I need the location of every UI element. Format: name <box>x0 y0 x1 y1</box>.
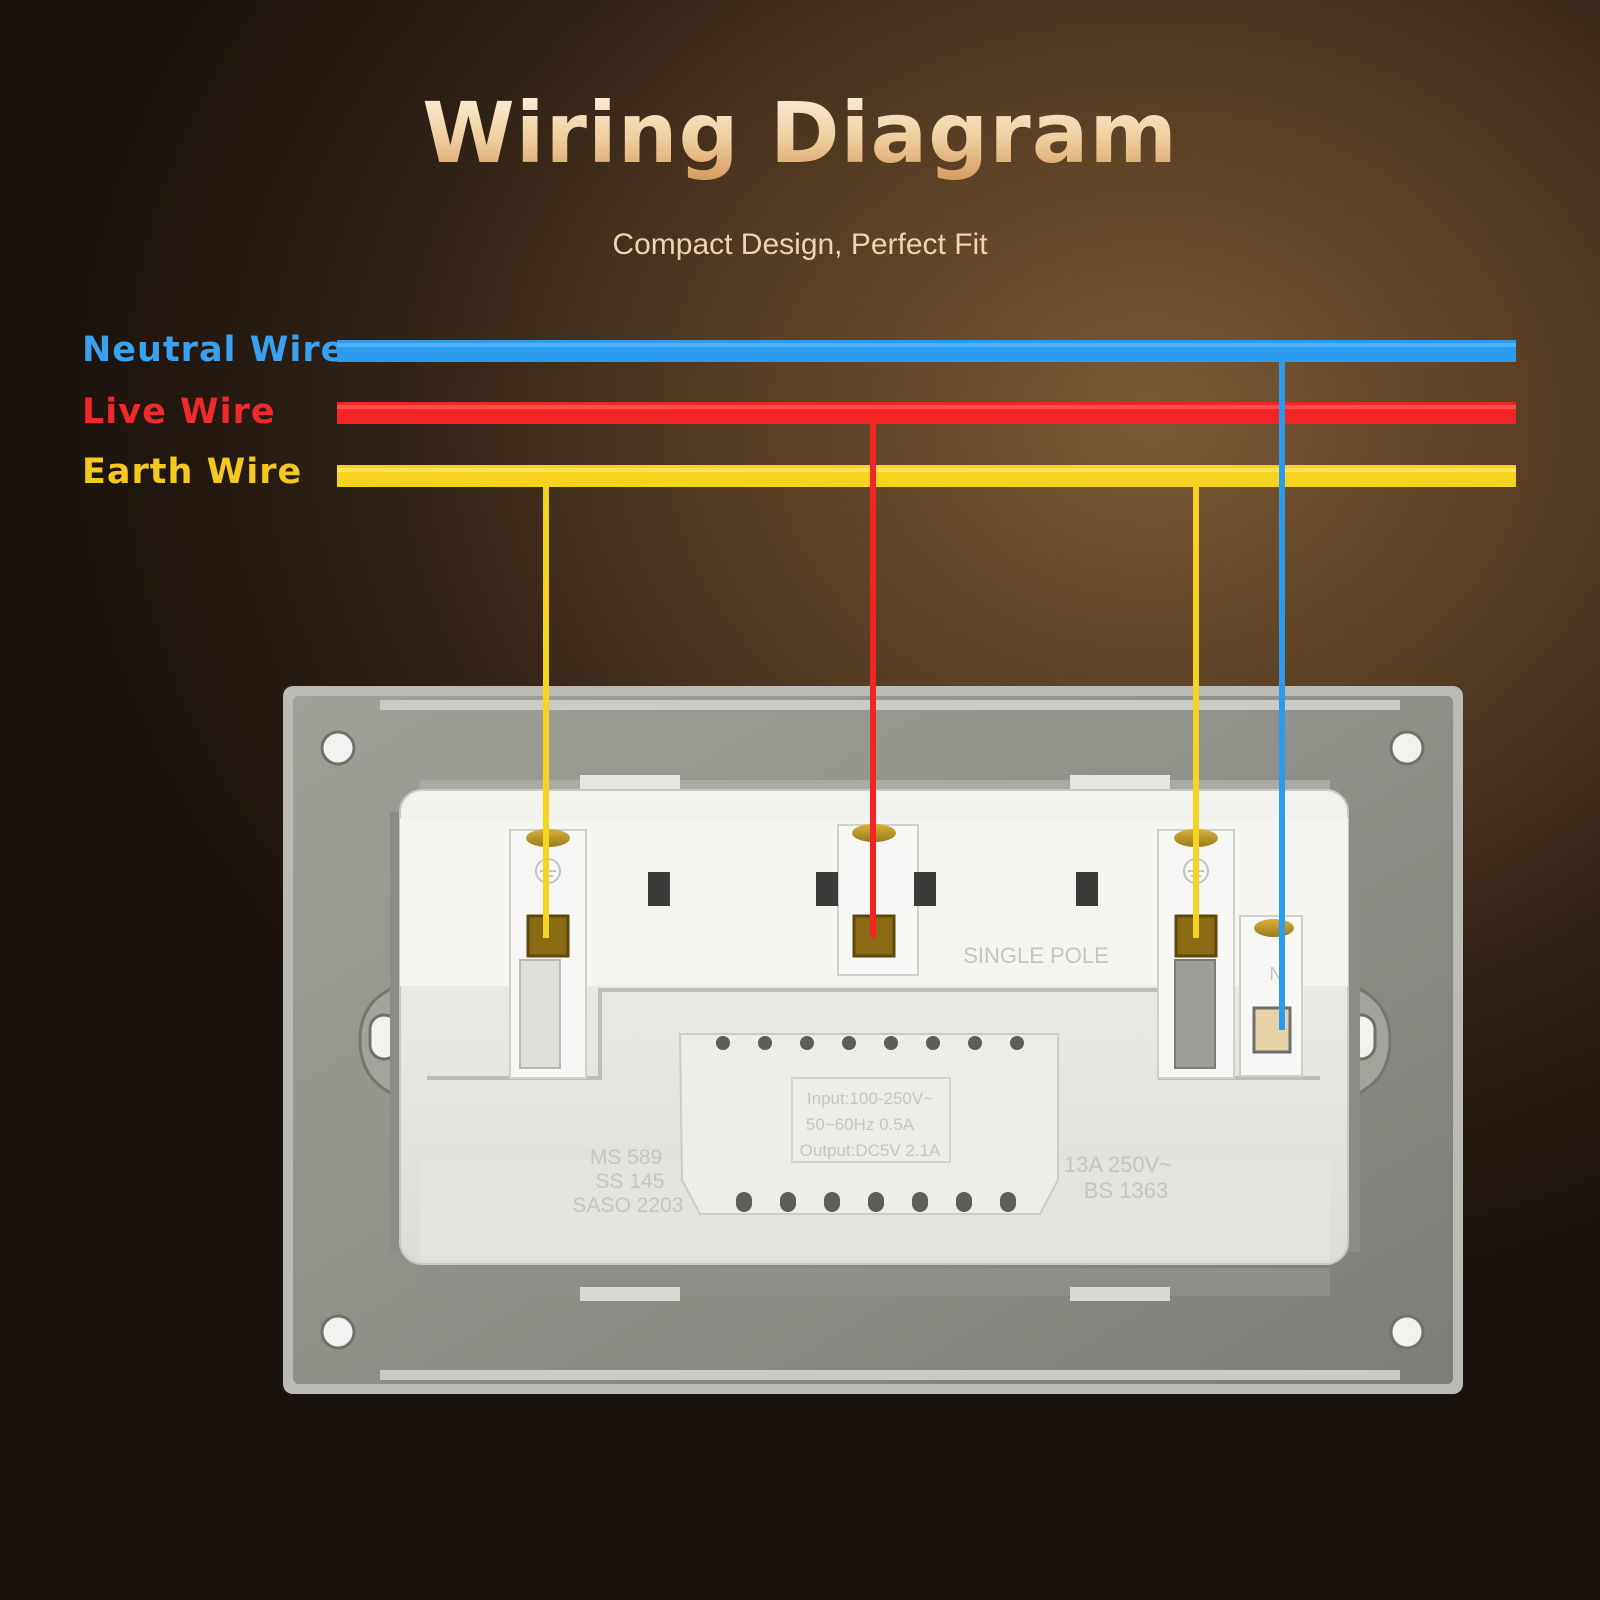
bs-rating-line-2: BS 1363 <box>1084 1178 1168 1203</box>
diagram-title: Wiring Diagram <box>0 84 1600 182</box>
vent-holes-bottom <box>736 1192 1016 1212</box>
usb-module <box>678 1033 1059 1215</box>
diagram-subtitle: Compact Design, Perfect Fit <box>612 228 988 261</box>
main-wires <box>337 340 1516 487</box>
drop-wires <box>543 362 1285 1030</box>
pin-slots <box>648 872 1098 906</box>
rating-line-2: 50~60Hz 0.5A <box>806 1115 915 1134</box>
mounting-hole <box>320 1314 356 1350</box>
live-wire-label: Live Wire <box>82 392 276 432</box>
mounting-hole <box>320 730 356 766</box>
rating-line-3: Output:DC5V 2.1A <box>800 1141 941 1160</box>
mounting-holes <box>320 730 1425 1350</box>
bs-rating-line-1: 13A 250V~ <box>1064 1152 1172 1177</box>
standard-line-3: SASO 2203 <box>573 1194 684 1217</box>
standard-line-1: MS 589 <box>590 1146 662 1169</box>
vent-holes-top <box>716 1036 1024 1050</box>
rating-line-1: Input:100-250V~ <box>807 1089 933 1108</box>
standard-line-2: SS 145 <box>596 1170 665 1193</box>
mounting-hole <box>1389 730 1425 766</box>
neutral-wire-label: Neutral Wire <box>82 330 346 370</box>
mounting-hole <box>1389 1314 1425 1350</box>
terminal-screw <box>1254 919 1294 937</box>
earth-wire-label: Earth Wire <box>82 452 303 492</box>
single-pole-marking: SINGLE POLE <box>963 943 1109 968</box>
embossed-markings: SINGLE POLE Input:100-250V~ 50~60Hz 0.5A… <box>535 858 1283 1217</box>
